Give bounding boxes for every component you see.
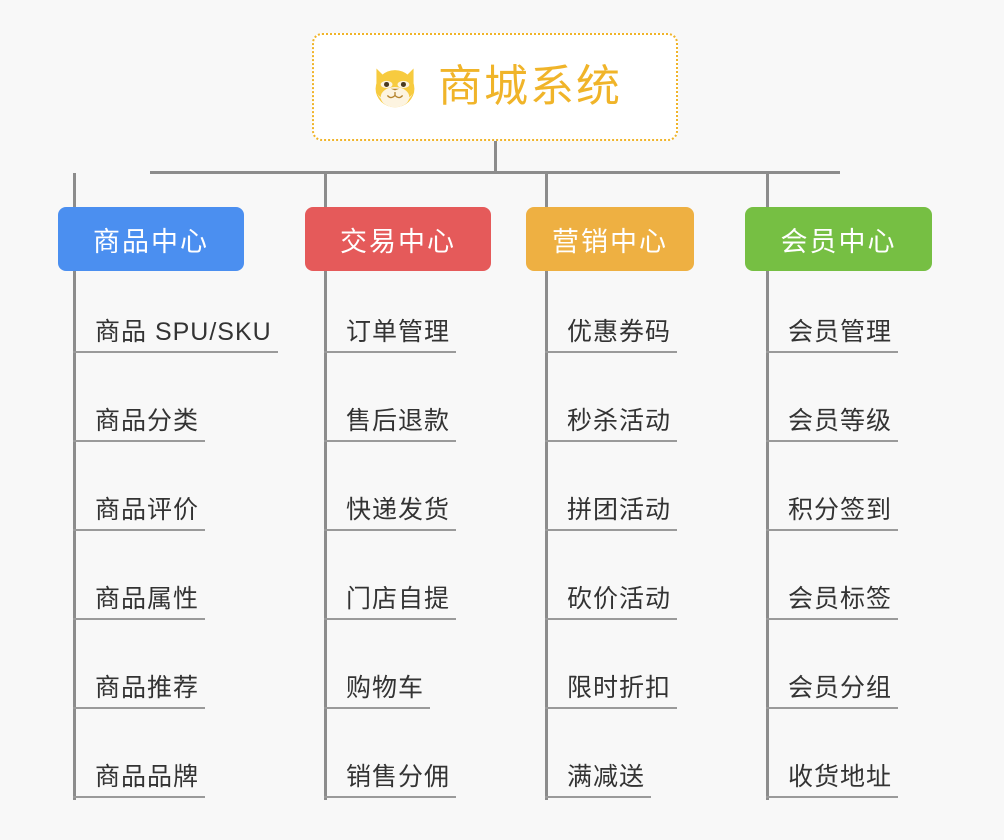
leaf-underline <box>545 707 677 709</box>
leaf-label: 砍价活动 <box>567 585 672 613</box>
branch-header-4[interactable]: 会员中心 <box>745 207 932 271</box>
leaf-underline <box>766 796 898 798</box>
leaf-underline <box>73 707 205 709</box>
leaf-label: 商品品牌 <box>95 763 200 791</box>
leaf-underline <box>545 351 677 353</box>
leaf-underline <box>545 796 651 798</box>
branch-drop-connector <box>766 173 769 209</box>
leaf-underline <box>545 618 677 620</box>
leaf-underline <box>324 440 456 442</box>
leaf-label: 购物车 <box>346 674 425 702</box>
leaf-underline <box>73 618 205 620</box>
leaf-label: 订单管理 <box>346 318 451 346</box>
leaf-label: 会员标签 <box>788 585 893 613</box>
leaf-underline <box>324 529 456 531</box>
leaf-label: 限时折扣 <box>567 674 672 702</box>
leaf-label: 商品推荐 <box>95 674 200 702</box>
leaf-label: 积分签到 <box>788 496 893 524</box>
leaf-label: 售后退款 <box>346 407 451 435</box>
shiba-dog-icon <box>375 68 415 108</box>
branch-header-3[interactable]: 营销中心 <box>526 207 694 271</box>
branch-header-1[interactable]: 商品中心 <box>58 207 244 271</box>
leaf-underline <box>766 618 898 620</box>
leaf-underline <box>545 529 677 531</box>
branch-trunk-4 <box>766 271 769 800</box>
leaf-underline <box>766 351 898 353</box>
leaf-underline <box>324 796 456 798</box>
branch-bus-connector <box>150 171 840 174</box>
leaf-underline <box>766 529 898 531</box>
leaf-underline <box>73 529 205 531</box>
leaf-label: 收货地址 <box>788 763 893 791</box>
leaf-label: 秒杀活动 <box>567 407 672 435</box>
leaf-label: 优惠券码 <box>567 318 672 346</box>
root-node[interactable]: 商城系统 <box>312 33 678 141</box>
leaf-underline <box>766 440 898 442</box>
leaf-label: 快递发货 <box>346 496 451 524</box>
leaf-label: 会员分组 <box>788 674 893 702</box>
branch-drop-connector <box>324 173 327 209</box>
leaf-underline <box>73 796 205 798</box>
leaf-underline <box>766 707 898 709</box>
leaf-label: 商品分类 <box>95 407 200 435</box>
branch-trunk-1 <box>73 271 76 800</box>
branch-header-2[interactable]: 交易中心 <box>305 207 491 271</box>
branch-drop-connector <box>545 173 548 209</box>
leaf-label: 满减送 <box>567 763 646 791</box>
leaf-label: 门店自提 <box>346 585 451 613</box>
branch-trunk-2 <box>324 271 327 800</box>
leaf-underline <box>324 618 456 620</box>
leaf-label: 拼团活动 <box>567 496 672 524</box>
leaf-underline <box>545 440 677 442</box>
leaf-underline <box>73 351 278 353</box>
leaf-label: 商品评价 <box>95 496 200 524</box>
root-stem-connector <box>494 141 497 173</box>
leaf-label: 商品属性 <box>95 585 200 613</box>
branch-trunk-3 <box>545 271 548 800</box>
leaf-underline <box>324 707 430 709</box>
leaf-label: 会员管理 <box>788 318 893 346</box>
leaf-label: 销售分佣 <box>346 763 451 791</box>
root-title: 商城系统 <box>438 62 622 111</box>
leaf-underline <box>324 351 456 353</box>
leaf-label: 会员等级 <box>788 407 893 435</box>
leaf-label: 商品 SPU/SKU <box>95 318 272 346</box>
leaf-underline <box>73 440 205 442</box>
branch-drop-connector <box>73 173 76 209</box>
